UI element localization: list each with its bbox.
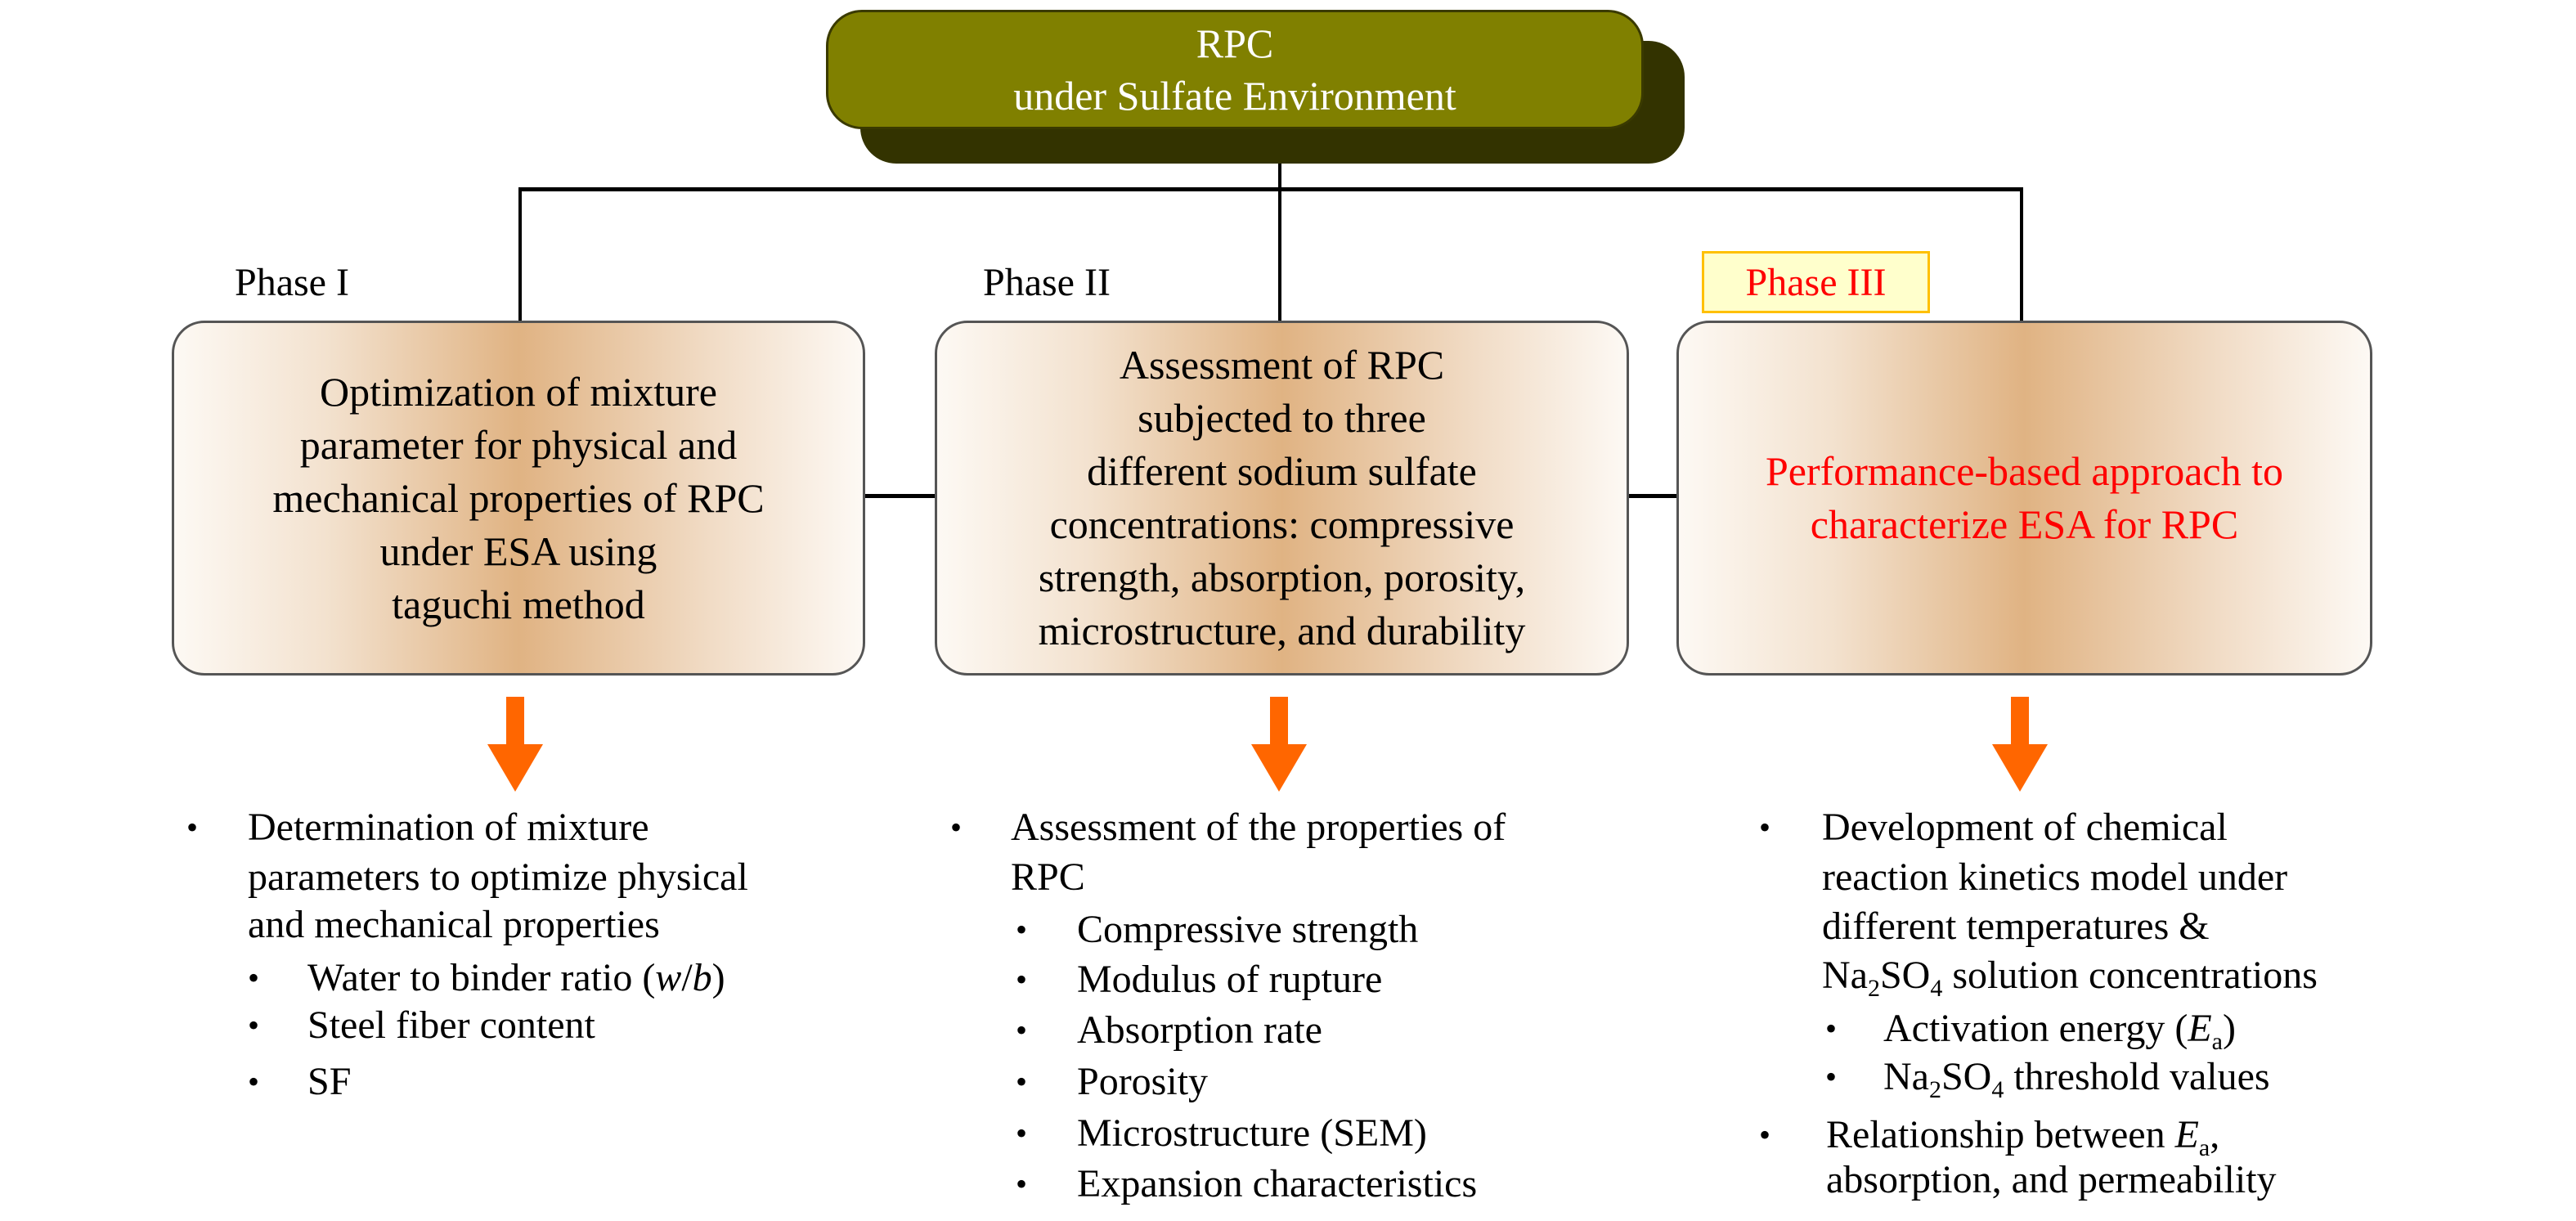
phase-2-label: Phase II bbox=[983, 261, 1111, 304]
phase-1-text: under ESA using bbox=[379, 527, 657, 574]
phase-3-text: characterize ESA for RPC bbox=[1810, 501, 2239, 547]
outcome-subitem: Porosity bbox=[1077, 1060, 1209, 1103]
outcome-subitem: Absorption rate bbox=[1077, 1008, 1322, 1052]
phase-1-text: taguchi method bbox=[392, 581, 645, 627]
bullet-icon: • bbox=[1825, 1058, 1838, 1095]
arrow-down-icon bbox=[1992, 697, 2048, 792]
outcome-text: Assessment of the properties of bbox=[1011, 806, 1506, 849]
phase-1-text: Optimization of mixture bbox=[319, 368, 717, 415]
connector-horizontal bbox=[518, 187, 2023, 191]
bullet-icon: • bbox=[950, 809, 963, 846]
phase-1-label: Phase I bbox=[235, 261, 349, 304]
phase-2-text: subjected to three bbox=[1138, 395, 1426, 441]
phase-3-box: Performance-based approach to characteri… bbox=[1676, 321, 2372, 676]
phase-2-text: strength, absorption, porosity, bbox=[1038, 554, 1526, 600]
bullet-icon: • bbox=[1016, 911, 1028, 948]
phase-2-text: different sodium sulfate bbox=[1087, 448, 1477, 494]
arrow-down-icon bbox=[1251, 697, 1307, 792]
connector-phase3 bbox=[2020, 187, 2023, 322]
phase-3-text: Performance-based approach to bbox=[1765, 448, 2284, 494]
phase-2-text: microstructure, and durability bbox=[1038, 608, 1526, 653]
connector-box2-box3 bbox=[1628, 494, 1677, 498]
outcome-subitem: Activation energy (Ea) bbox=[1883, 1007, 2236, 1055]
phase-3-label: Phase III bbox=[1702, 251, 1930, 313]
outcome-text: reaction kinetics model under bbox=[1822, 855, 2288, 899]
connector-title bbox=[1278, 164, 1281, 322]
title-line-1: RPC bbox=[1196, 20, 1274, 66]
bullet-icon: • bbox=[1759, 1116, 1771, 1153]
outcome-text: and mechanical properties bbox=[248, 903, 660, 946]
outcome-subitem: Water to binder ratio (w/b) bbox=[307, 956, 725, 999]
outcome-subitem: Microstructure (SEM) bbox=[1077, 1111, 1427, 1155]
outcome-subitem: Expansion characteristics bbox=[1077, 1162, 1478, 1205]
connector-phase1 bbox=[518, 187, 522, 322]
outcome-subitem: Modulus of rupture bbox=[1077, 958, 1383, 1001]
outcome-text: RPC bbox=[1011, 855, 1085, 899]
bullet-icon: • bbox=[186, 809, 199, 846]
phase-2-text: concentrations: compressive bbox=[1049, 501, 1515, 547]
bullet-icon: • bbox=[1016, 1012, 1028, 1048]
title-box: RPC under Sulfate Environment bbox=[826, 10, 1644, 129]
outcome-text: Determination of mixture bbox=[248, 806, 649, 849]
outcome-subitem: SF bbox=[307, 1060, 352, 1103]
outcome-text: Development of chemical bbox=[1822, 806, 2228, 849]
bullet-icon: • bbox=[1825, 1010, 1838, 1047]
title-line-2: under Sulfate Environment bbox=[1013, 73, 1456, 119]
bullet-icon: • bbox=[1016, 961, 1028, 998]
bullet-icon: • bbox=[1016, 1165, 1028, 1202]
arrow-down-icon bbox=[487, 697, 543, 792]
outcome-subitem: Na2SO4 threshold values bbox=[1883, 1055, 2270, 1103]
phase-2-text: Assessment of RPC bbox=[1119, 342, 1445, 388]
outcome-text: Relationship between Ea, bbox=[1826, 1113, 2220, 1161]
bullet-icon: • bbox=[1016, 1063, 1028, 1100]
bullet-icon: • bbox=[1759, 809, 1771, 846]
outcome-subitem: Compressive strength bbox=[1077, 908, 1419, 951]
bullet-icon: • bbox=[248, 1063, 260, 1100]
bullet-icon: • bbox=[248, 1007, 260, 1044]
connector-box1-box2 bbox=[865, 494, 936, 498]
outcome-text: different temperatures & bbox=[1822, 905, 2210, 948]
phase-1-text: parameter for physical and bbox=[299, 421, 738, 468]
phase-1-text: mechanical properties of RPC bbox=[272, 474, 765, 521]
bullet-icon: • bbox=[248, 959, 260, 996]
phase-1-box: Optimization of mixture parameter for ph… bbox=[172, 321, 865, 676]
bullet-icon: • bbox=[1016, 1115, 1028, 1151]
outcome-text: Na2SO4 solution concentrations bbox=[1822, 954, 2318, 1002]
phase-2-box: Assessment of RPC subjected to three dif… bbox=[935, 321, 1629, 676]
outcome-text: parameters to optimize physical bbox=[248, 855, 748, 899]
outcome-text: absorption, and permeability bbox=[1826, 1158, 2277, 1201]
outcome-subitem: Steel fiber content bbox=[307, 1003, 595, 1047]
